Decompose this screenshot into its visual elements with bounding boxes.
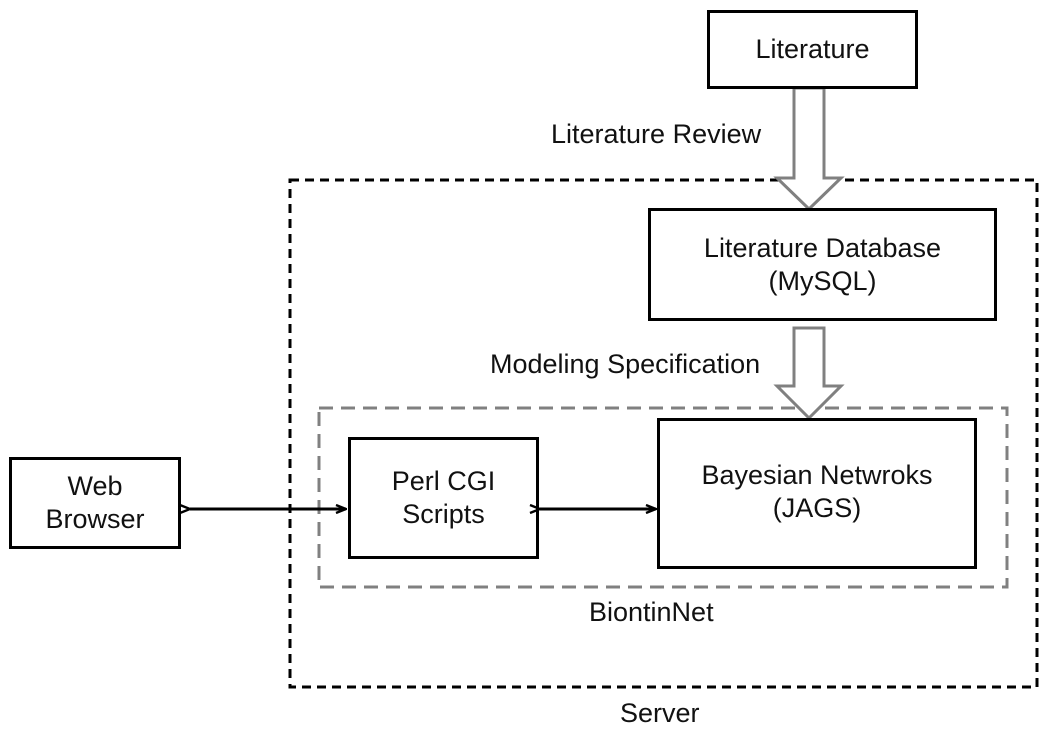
biontinnet-label: BiontinNet (589, 597, 714, 627)
literature-node: Literature (707, 10, 918, 89)
literature-database-sublabel: (MySQL) (768, 265, 877, 296)
literature-review-arrow (773, 86, 845, 212)
web-browser-sublabel: Browser (45, 504, 145, 534)
perl-cgi-label: Perl CGI (391, 466, 496, 496)
bayesian-networks-node: Bayesian Netwroks (JAGS) (657, 418, 977, 569)
literature-review-label: Literature Review (551, 119, 762, 149)
server-label: Server (620, 698, 700, 728)
biontinnet-boundary (317, 406, 1009, 589)
literature-database-label: Literature Database (703, 232, 942, 263)
literature-database-node: Literature Database (MySQL) (648, 208, 997, 321)
bayesian-networks-label: Bayesian Netwroks (701, 460, 933, 490)
modeling-specification-arrow (773, 326, 845, 421)
server-boundary (288, 178, 1039, 689)
perl-cgi-sublabel: Scripts (402, 499, 485, 529)
bayesian-networks-sublabel: (JAGS) (772, 493, 862, 523)
literature-label: Literature (755, 34, 870, 64)
web-browser-node: Web Browser (9, 457, 181, 549)
web-browser-label: Web (67, 471, 123, 501)
perl-cgi-node: Perl CGI Scripts (348, 437, 539, 559)
modeling-specification-label: Modeling Specification (490, 349, 761, 379)
